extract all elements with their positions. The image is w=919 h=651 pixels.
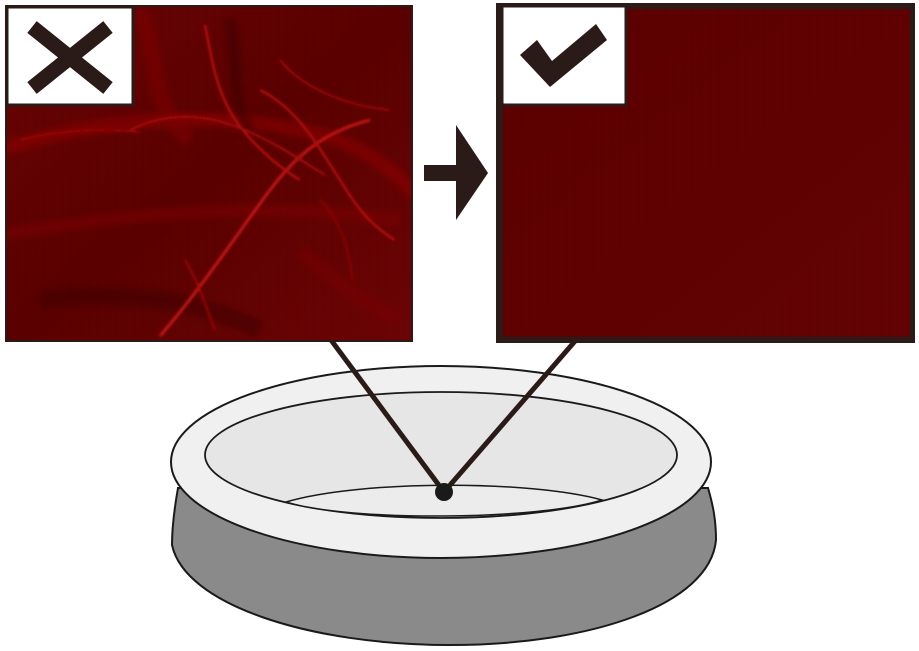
inflatable-pool-icon bbox=[171, 366, 716, 645]
panel-smooth bbox=[496, 3, 915, 343]
callout-point bbox=[435, 483, 453, 501]
panel-wrinkled bbox=[0, 5, 420, 342]
arrow-right-icon bbox=[424, 125, 488, 220]
